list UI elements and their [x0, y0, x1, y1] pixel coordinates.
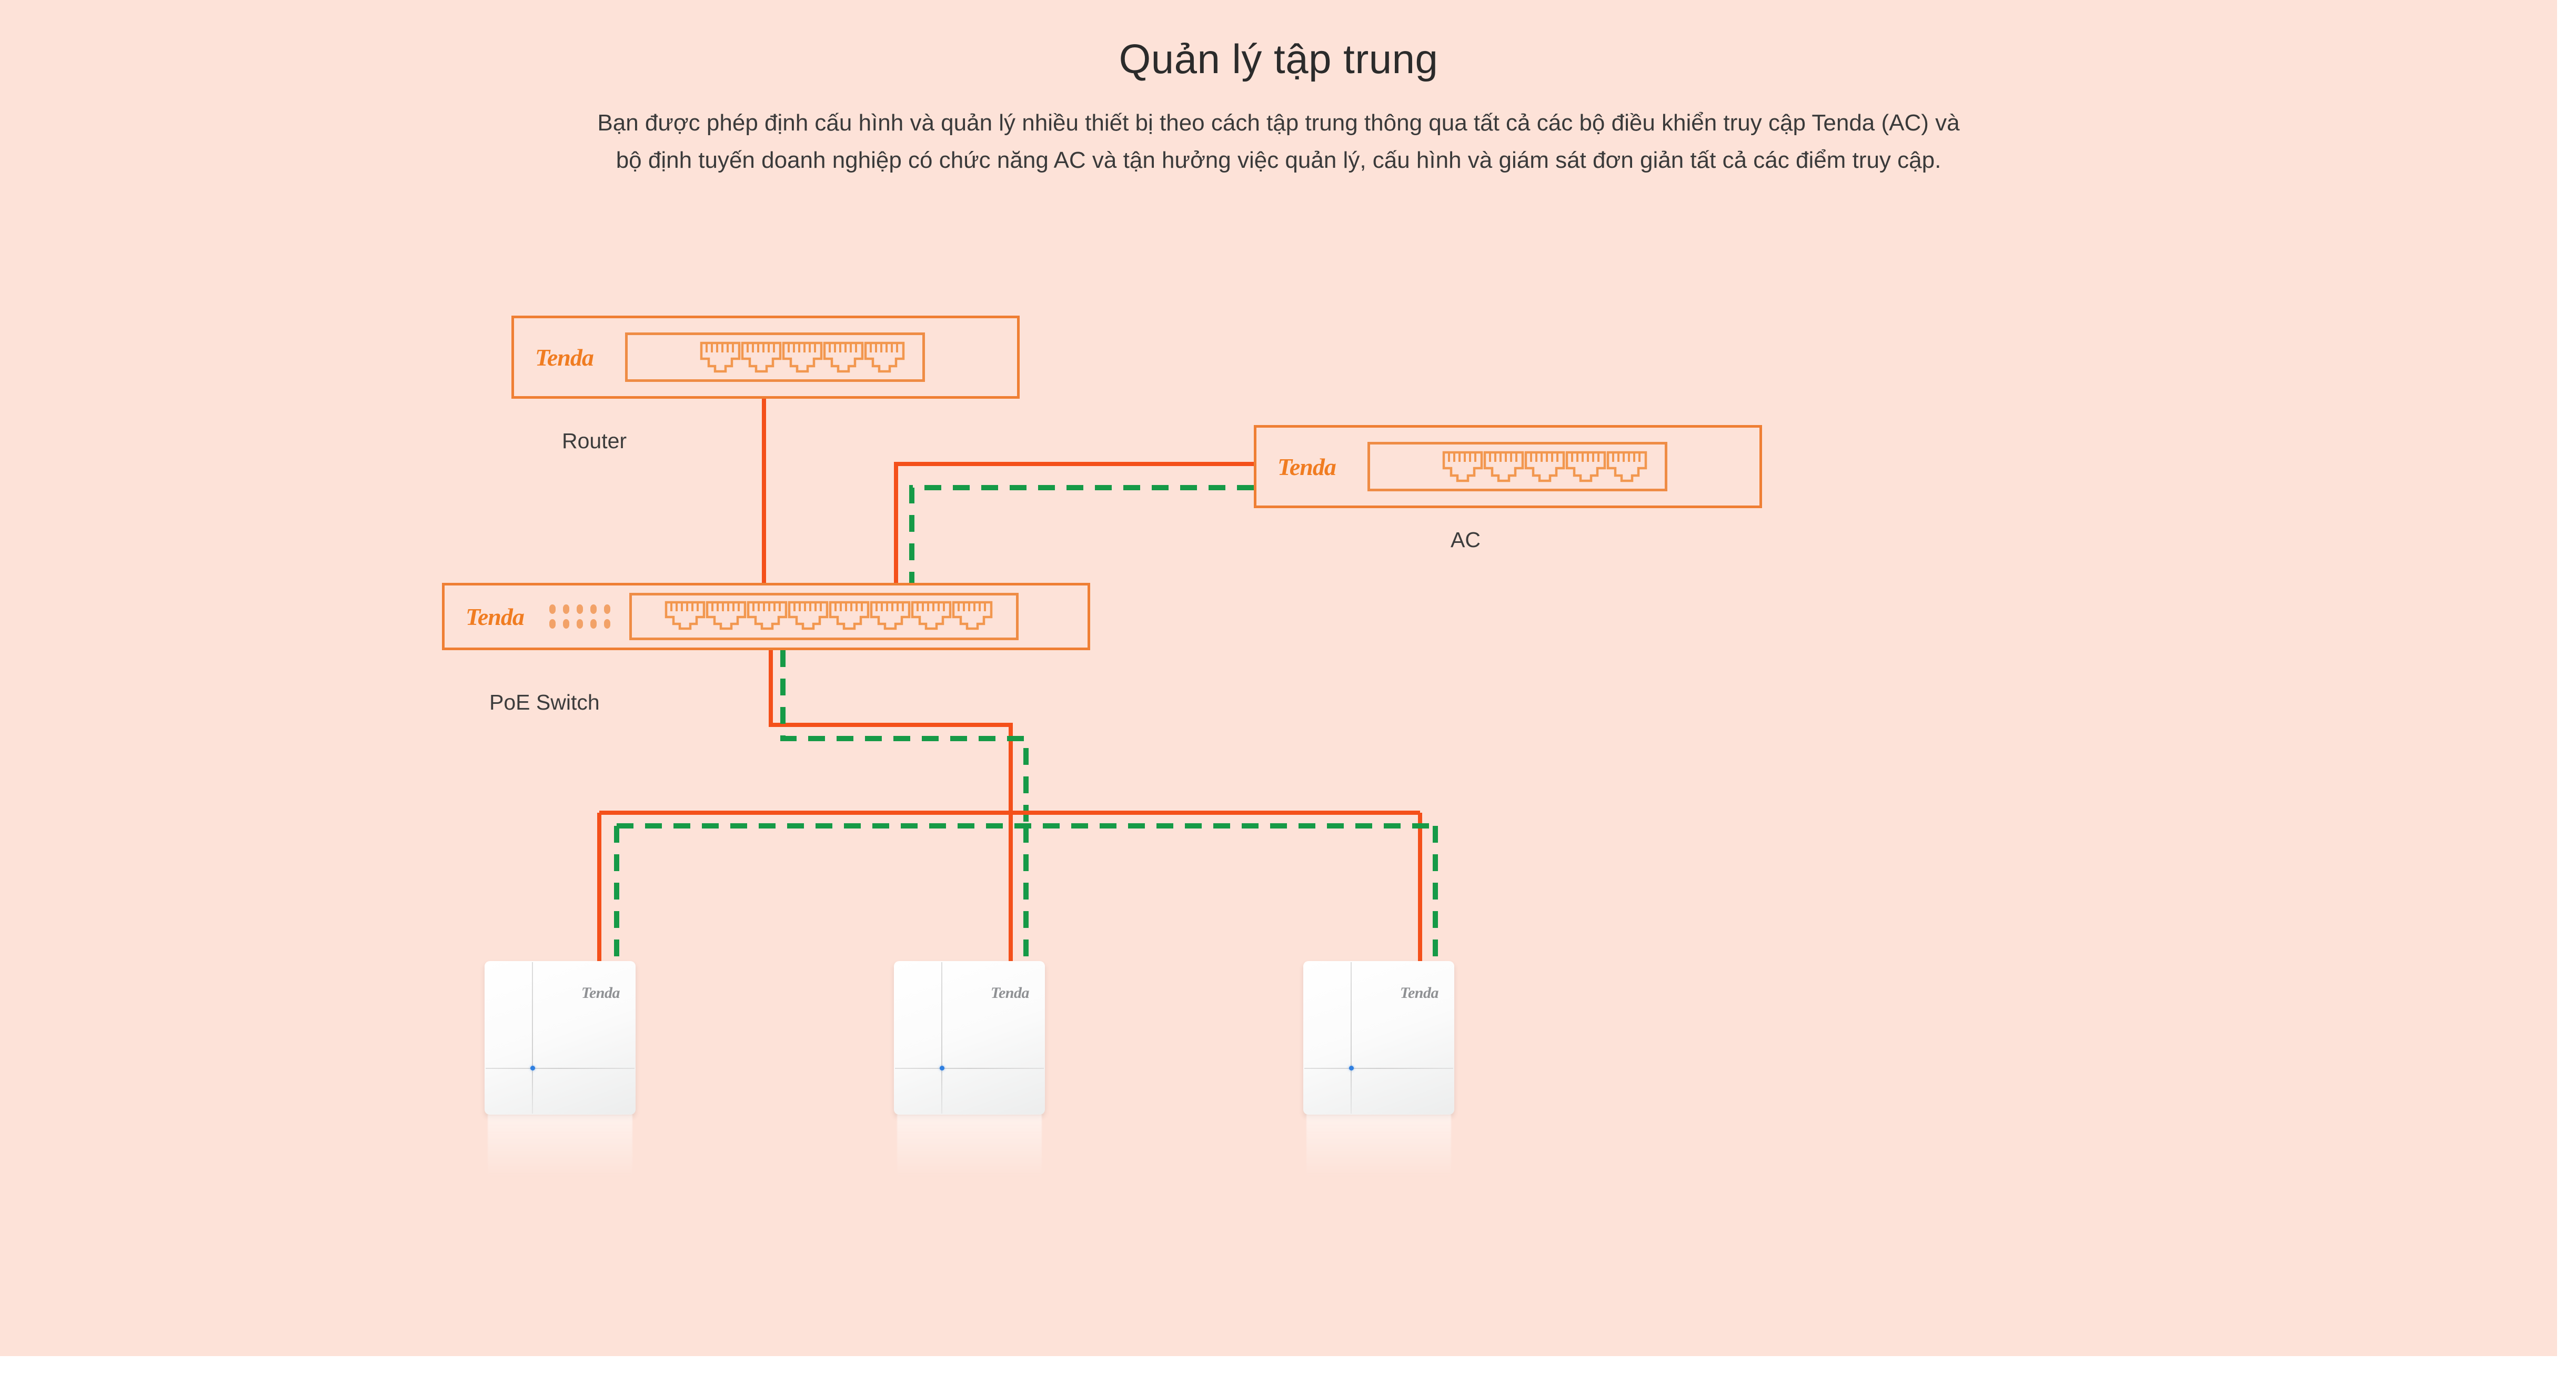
ap-reflection [1306, 1115, 1451, 1178]
tenda-logo-router: Tenda [535, 344, 594, 371]
led-dot [576, 619, 583, 629]
port-bank-poe-switch [629, 593, 1019, 640]
tenda-logo-ap-2: Tenda [990, 984, 1030, 1002]
header-block: Quản lý tập trung Bạn được phép định cấu… [0, 0, 2557, 179]
led-dot [603, 619, 610, 629]
device-caption-router: Router [562, 429, 627, 453]
rj45-port-group-ac [1442, 451, 1647, 482]
tenda-logo-poe-switch: Tenda [466, 603, 525, 630]
ap-status-led-icon [940, 1065, 945, 1070]
access-point-3[interactable]: Tenda [1303, 961, 1454, 1178]
ap-seam-vertical [1351, 962, 1352, 1114]
led-dot [603, 604, 610, 614]
cable-ac-to-switch-solid [894, 462, 1254, 583]
led-indicator-grid [549, 604, 610, 629]
rj45-port-group-router [700, 341, 905, 373]
tenda-logo-ap-3: Tenda [1400, 984, 1439, 1002]
ap-seam-vertical [532, 962, 534, 1114]
page-title: Quản lý tập trung [1119, 36, 1438, 82]
ap-seam-horizontal [486, 1067, 635, 1069]
cable-switch-to-bus-solid [769, 650, 1013, 813]
network-topology-diagram: Tenda [442, 316, 1762, 1178]
led-dot [576, 604, 583, 614]
rj45-port-group-poe-switch [665, 601, 993, 630]
access-point-1[interactable]: Tenda [485, 961, 636, 1178]
ap-reflection [897, 1115, 1042, 1178]
ap-seam-horizontal [895, 1067, 1044, 1069]
access-point-2[interactable]: Tenda [894, 961, 1045, 1178]
ap-status-led-icon [1349, 1065, 1354, 1070]
led-dot [549, 619, 556, 629]
led-dot [590, 604, 597, 614]
port-bank-ac [1367, 442, 1667, 491]
ap-status-led-icon [530, 1065, 536, 1070]
led-dot [549, 604, 556, 614]
ap-body [485, 961, 636, 1115]
device-router[interactable]: Tenda [511, 316, 1020, 399]
ap-body [894, 961, 1045, 1115]
ap-seam-horizontal [1304, 1067, 1453, 1069]
device-poe-switch[interactable]: Tenda [442, 583, 1090, 650]
tenda-logo-ac: Tenda [1277, 453, 1336, 480]
cable-layer [597, 399, 1438, 961]
device-caption-ac: AC [1451, 528, 1481, 552]
led-dot [562, 604, 569, 614]
tenda-logo-ap-1: Tenda [581, 984, 620, 1002]
ap-reflection [488, 1115, 632, 1178]
ap-seam-vertical [941, 962, 943, 1114]
page-subtitle: Bạn được phép định cấu hình và quản lý n… [597, 109, 1960, 174]
ap-body [1303, 961, 1454, 1115]
device-ac[interactable]: Tenda [1254, 425, 1762, 508]
led-dot [590, 619, 597, 629]
cable-ac-to-switch-dashed [909, 485, 1254, 583]
page-root: Quản lý tập trung Bạn được phép định cấu… [0, 0, 2557, 1356]
device-caption-poe-switch: PoE Switch [489, 690, 600, 714]
cable-switch-to-bus-dashed [780, 650, 1029, 826]
led-dot [562, 619, 569, 629]
port-bank-router [625, 332, 925, 382]
